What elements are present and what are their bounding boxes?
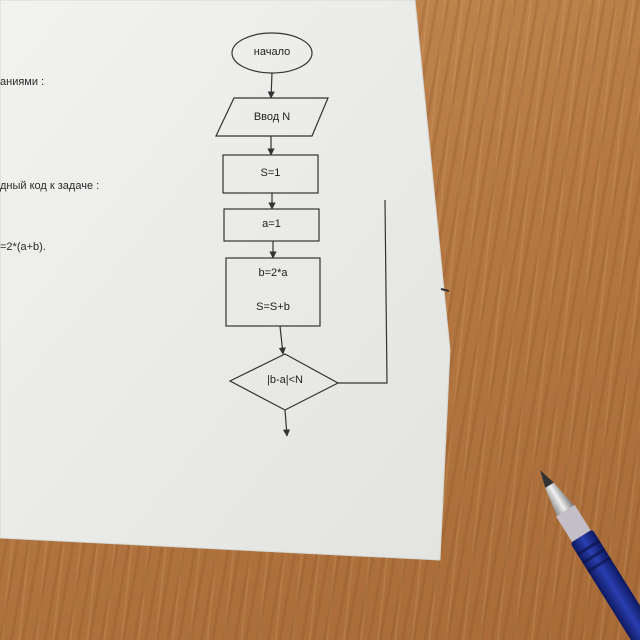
page-text-line-1: аниями : [0, 76, 45, 88]
body-node-label-1: b=2*a [258, 267, 288, 279]
edge-start-input [267, 72, 275, 99]
edge-body-cond [278, 325, 286, 355]
body-node-label-2: S=S+b [256, 301, 290, 313]
edge-cond-exit [282, 409, 291, 437]
paper-shape [0, 0, 451, 561]
s-init-node-label: S=1 [260, 167, 281, 179]
input-node-shape [215, 97, 329, 137]
start-node-label: начало [253, 46, 291, 58]
a-init-node-label: a=1 [262, 218, 281, 230]
cond-node-label: |b-a|<N [267, 374, 303, 386]
page-text-line-2: дный код к задаче : [0, 180, 100, 192]
input-node-label: Ввод N [253, 111, 291, 123]
ink-mark [440, 288, 450, 292]
page-text-line-3: =2*(a+b). [0, 241, 46, 253]
edge-cond-loop [338, 199, 388, 384]
